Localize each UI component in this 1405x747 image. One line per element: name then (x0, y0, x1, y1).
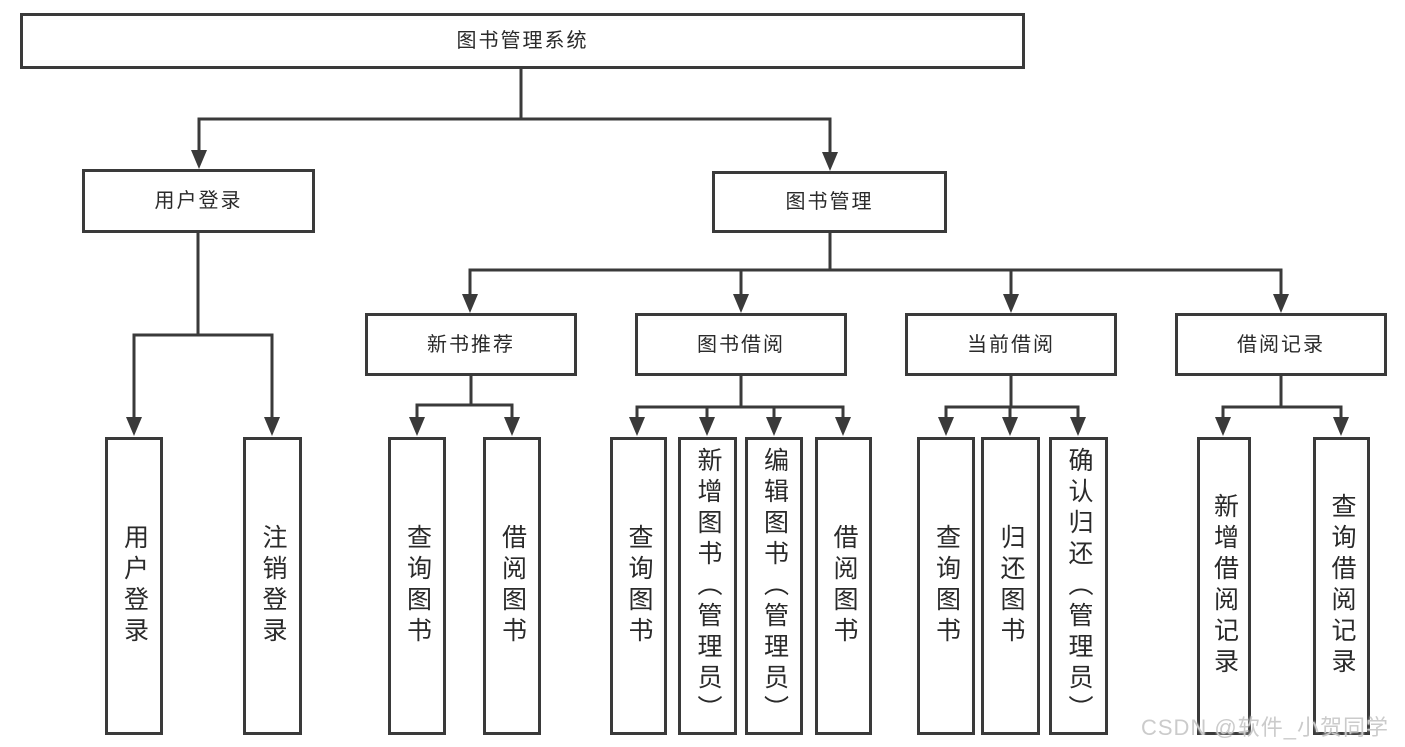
arrow-down-icon (1273, 294, 1289, 313)
arrow-down-icon (733, 294, 749, 313)
arrow-down-icon (699, 417, 715, 436)
arrow-down-icon (1070, 417, 1086, 436)
node-borrowing-records: 借阅记录 (1175, 313, 1387, 376)
arrow-down-icon (822, 152, 838, 171)
arrow-down-icon (766, 417, 782, 436)
arrow-down-icon (504, 417, 520, 436)
arrow-down-icon (629, 417, 645, 436)
connector-current-branch (944, 376, 1080, 421)
connector-borrowing-branch (635, 376, 845, 421)
arrow-down-icon (409, 417, 425, 436)
leaf-borrowing-add-books-admin: 新增图书（管理员） (678, 437, 737, 735)
leaf-newbooks-borrow-books: 借阅图书 (483, 437, 541, 735)
connector-level1-branch (197, 117, 832, 155)
connector-level3-branch (468, 268, 1283, 297)
arrow-down-icon (191, 150, 207, 169)
node-user-login: 用户登录 (82, 169, 315, 233)
leaf-current-confirm-return-admin: 确认归还（管理员） (1049, 437, 1108, 735)
leaf-records-add-record: 新增借阅记录 (1197, 437, 1251, 735)
node-book-management: 图书管理 (712, 171, 947, 233)
node-new-book-recommend: 新书推荐 (365, 313, 577, 376)
leaf-current-query-books: 查询图书 (917, 437, 975, 735)
arrow-down-icon (264, 417, 280, 436)
connector-new-books-branch (415, 376, 514, 421)
arrow-down-icon (938, 417, 954, 436)
arrow-down-icon (1003, 294, 1019, 313)
leaf-borrowing-edit-books-admin: 编辑图书（管理员） (745, 437, 803, 735)
leaf-newbooks-query-books: 查询图书 (388, 437, 446, 735)
node-root-library-system: 图书管理系统 (20, 13, 1025, 69)
arrow-down-icon (1333, 417, 1349, 436)
leaf-records-query-record: 查询借阅记录 (1313, 437, 1370, 735)
connector-records-branch (1221, 376, 1343, 421)
leaf-current-return-books: 归还图书 (981, 437, 1040, 735)
arrow-down-icon (462, 294, 478, 313)
leaf-logout: 注销登录 (243, 437, 302, 735)
arrow-down-icon (835, 417, 851, 436)
connector-user-login-branch (132, 333, 274, 421)
node-book-borrowing: 图书借阅 (635, 313, 847, 376)
leaf-borrowing-query-books: 查询图书 (610, 437, 667, 735)
leaf-user-login: 用户登录 (105, 437, 163, 735)
leaf-borrowing-borrow-books: 借阅图书 (815, 437, 872, 735)
arrow-down-icon (1002, 417, 1018, 436)
arrow-down-icon (126, 417, 142, 436)
csdn-watermark: CSDN @软件_小贺同学 (1140, 715, 1389, 740)
node-current-borrowing: 当前借阅 (905, 313, 1117, 376)
arrow-down-icon (1215, 417, 1231, 436)
